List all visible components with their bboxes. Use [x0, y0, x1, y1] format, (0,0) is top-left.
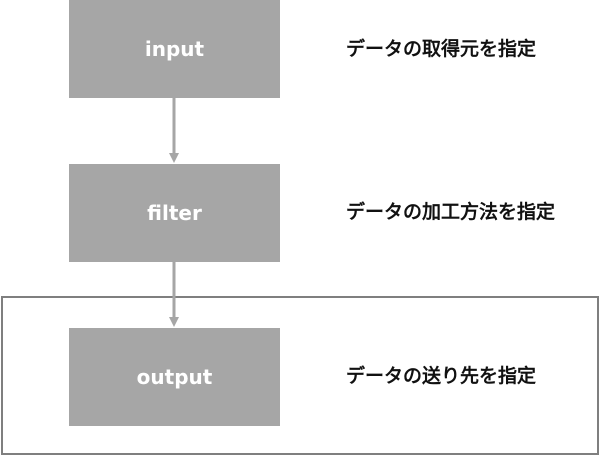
output-highlight-frame — [1, 296, 599, 455]
filter-box: filter — [69, 164, 280, 262]
filter-box-label: filter — [147, 201, 202, 225]
output-description: データの送り先を指定 — [346, 365, 537, 387]
input-box-label: input — [144, 37, 205, 61]
output-box: output — [69, 328, 280, 426]
input-box: input — [69, 0, 280, 98]
filter-description: データの加工方法を指定 — [346, 201, 556, 223]
input-description: データの取得元を指定 — [346, 38, 537, 60]
output-box-label: output — [136, 365, 213, 389]
